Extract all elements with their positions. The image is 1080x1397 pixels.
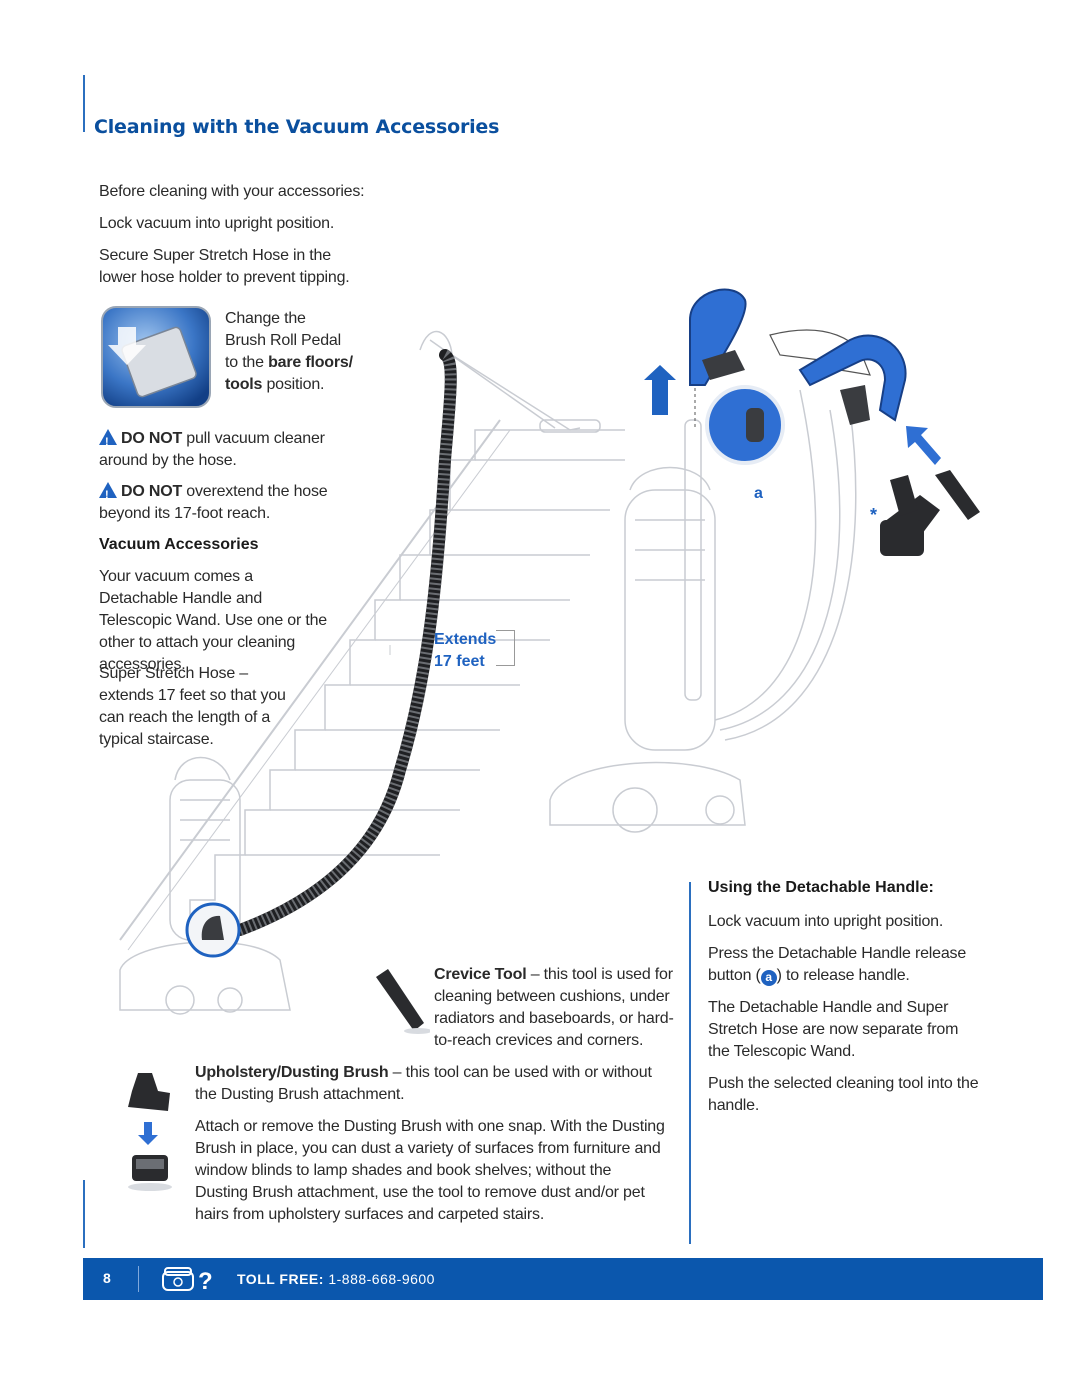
warning-2-text: overextend the hose beyond its 17-foot r… [99, 483, 328, 522]
release-button-badge: a [760, 970, 777, 986]
extends-line-2: 17 feet [434, 653, 485, 670]
toll-free-label: TOLL FREE: [237, 1271, 324, 1287]
right-column-rule [689, 882, 691, 1244]
pedal-line-1: Change the [225, 310, 306, 327]
crevice-tool-desc: – this tool is used for cleaning between… [434, 966, 674, 1049]
pedal-line-2: Brush Roll Pedal [225, 332, 341, 349]
page-number: 8 [103, 1270, 111, 1286]
footer-separator [138, 1266, 139, 1292]
extends-line-1: Extends [434, 631, 497, 648]
phone-question-icon: ? [162, 1267, 213, 1294]
page-title: Cleaning with the Vacuum Accessories [94, 116, 500, 138]
upholstery-brush-name: Upholstery/Dusting Brush [195, 1064, 389, 1081]
pedal-line-4-post: position. [262, 376, 325, 393]
warning-1-bold: DO NOT [121, 430, 183, 447]
warning-icon [99, 482, 117, 506]
upholstery-brush-text: Upholstery/Dusting Brush – this tool can… [195, 1062, 670, 1106]
upholstery-brush-desc: – this tool can be used with or without … [195, 1064, 652, 1103]
title-rule [83, 75, 85, 132]
detachable-handle-illustration [549, 288, 980, 833]
pedal-bare-floors: bare floors/ [268, 354, 353, 371]
left-column-rule [83, 1180, 85, 1248]
toll-free-number: 1-888-668-9600 [328, 1271, 435, 1287]
extends-label: Extends 17 feet [434, 629, 496, 673]
warning-2-bold: DO NOT [121, 483, 183, 500]
detachable-p2-post: ) to release handle. [776, 967, 910, 984]
svg-text:?: ? [198, 1268, 213, 1294]
intro-text: Before cleaning with your accessories: L… [99, 181, 369, 289]
crevice-tool-name: Crevice Tool [434, 966, 527, 983]
vacuum-accessories-heading: Vacuum Accessories [99, 536, 259, 553]
warning-1-text: pull vacuum cleaner around by the hose. [99, 430, 325, 469]
upholstery-brush-icon [128, 1073, 172, 1191]
warning-1: DO NOT pull vacuum cleaner around by the… [99, 428, 339, 472]
dusting-brush-text: Attach or remove the Dusting Brush with … [195, 1118, 665, 1223]
label-star: * [870, 505, 878, 525]
detachable-p2-pre: Press the Detachable Handle release butt… [708, 945, 967, 984]
crevice-tool-icon [376, 969, 430, 1034]
detachable-p3: The Detachable Handle and Super Stretch … [708, 999, 959, 1060]
detachable-handle-heading: Using the Detachable Handle: [708, 879, 934, 896]
intro-line-1: Before cleaning with your accessories: [99, 183, 365, 200]
warning-icon [99, 429, 117, 453]
intro-line-3: Secure Super Stretch Hose in the lower h… [99, 247, 350, 286]
detachable-p1: Lock vacuum into upright position. [708, 913, 944, 930]
staircase-illustration [119, 330, 625, 1015]
extends-bracket [496, 630, 515, 666]
detachable-handle-text: Lock vacuum into upright position. Press… [708, 911, 983, 1117]
footer-bar: 8 ? TOLL FREE: 1-888-668-9600 [83, 1258, 1043, 1300]
detachable-p4: Push the selected cleaning tool into the… [708, 1075, 979, 1114]
brush-roll-pedal-icon [101, 306, 211, 408]
pedal-instruction: Change the Brush Roll Pedal to the bare … [225, 308, 375, 396]
pedal-tools: tools [225, 376, 263, 393]
vacuum-accessories-para-1: Your vacuum comes a Detachable Handle an… [99, 568, 327, 673]
pedal-line-3-pre: to the [225, 354, 269, 371]
toll-free: TOLL FREE: 1-888-668-9600 [237, 1271, 435, 1287]
crevice-tool-text: Crevice Tool – this tool is used for cle… [434, 964, 679, 1052]
vacuum-accessories-para-2: Super Stretch Hose – extends 17 feet so … [99, 665, 286, 748]
intro-line-2: Lock vacuum into upright position. [99, 215, 335, 232]
warning-2: DO NOT overextend the hose beyond its 17… [99, 481, 339, 525]
label-a: a [754, 485, 763, 502]
